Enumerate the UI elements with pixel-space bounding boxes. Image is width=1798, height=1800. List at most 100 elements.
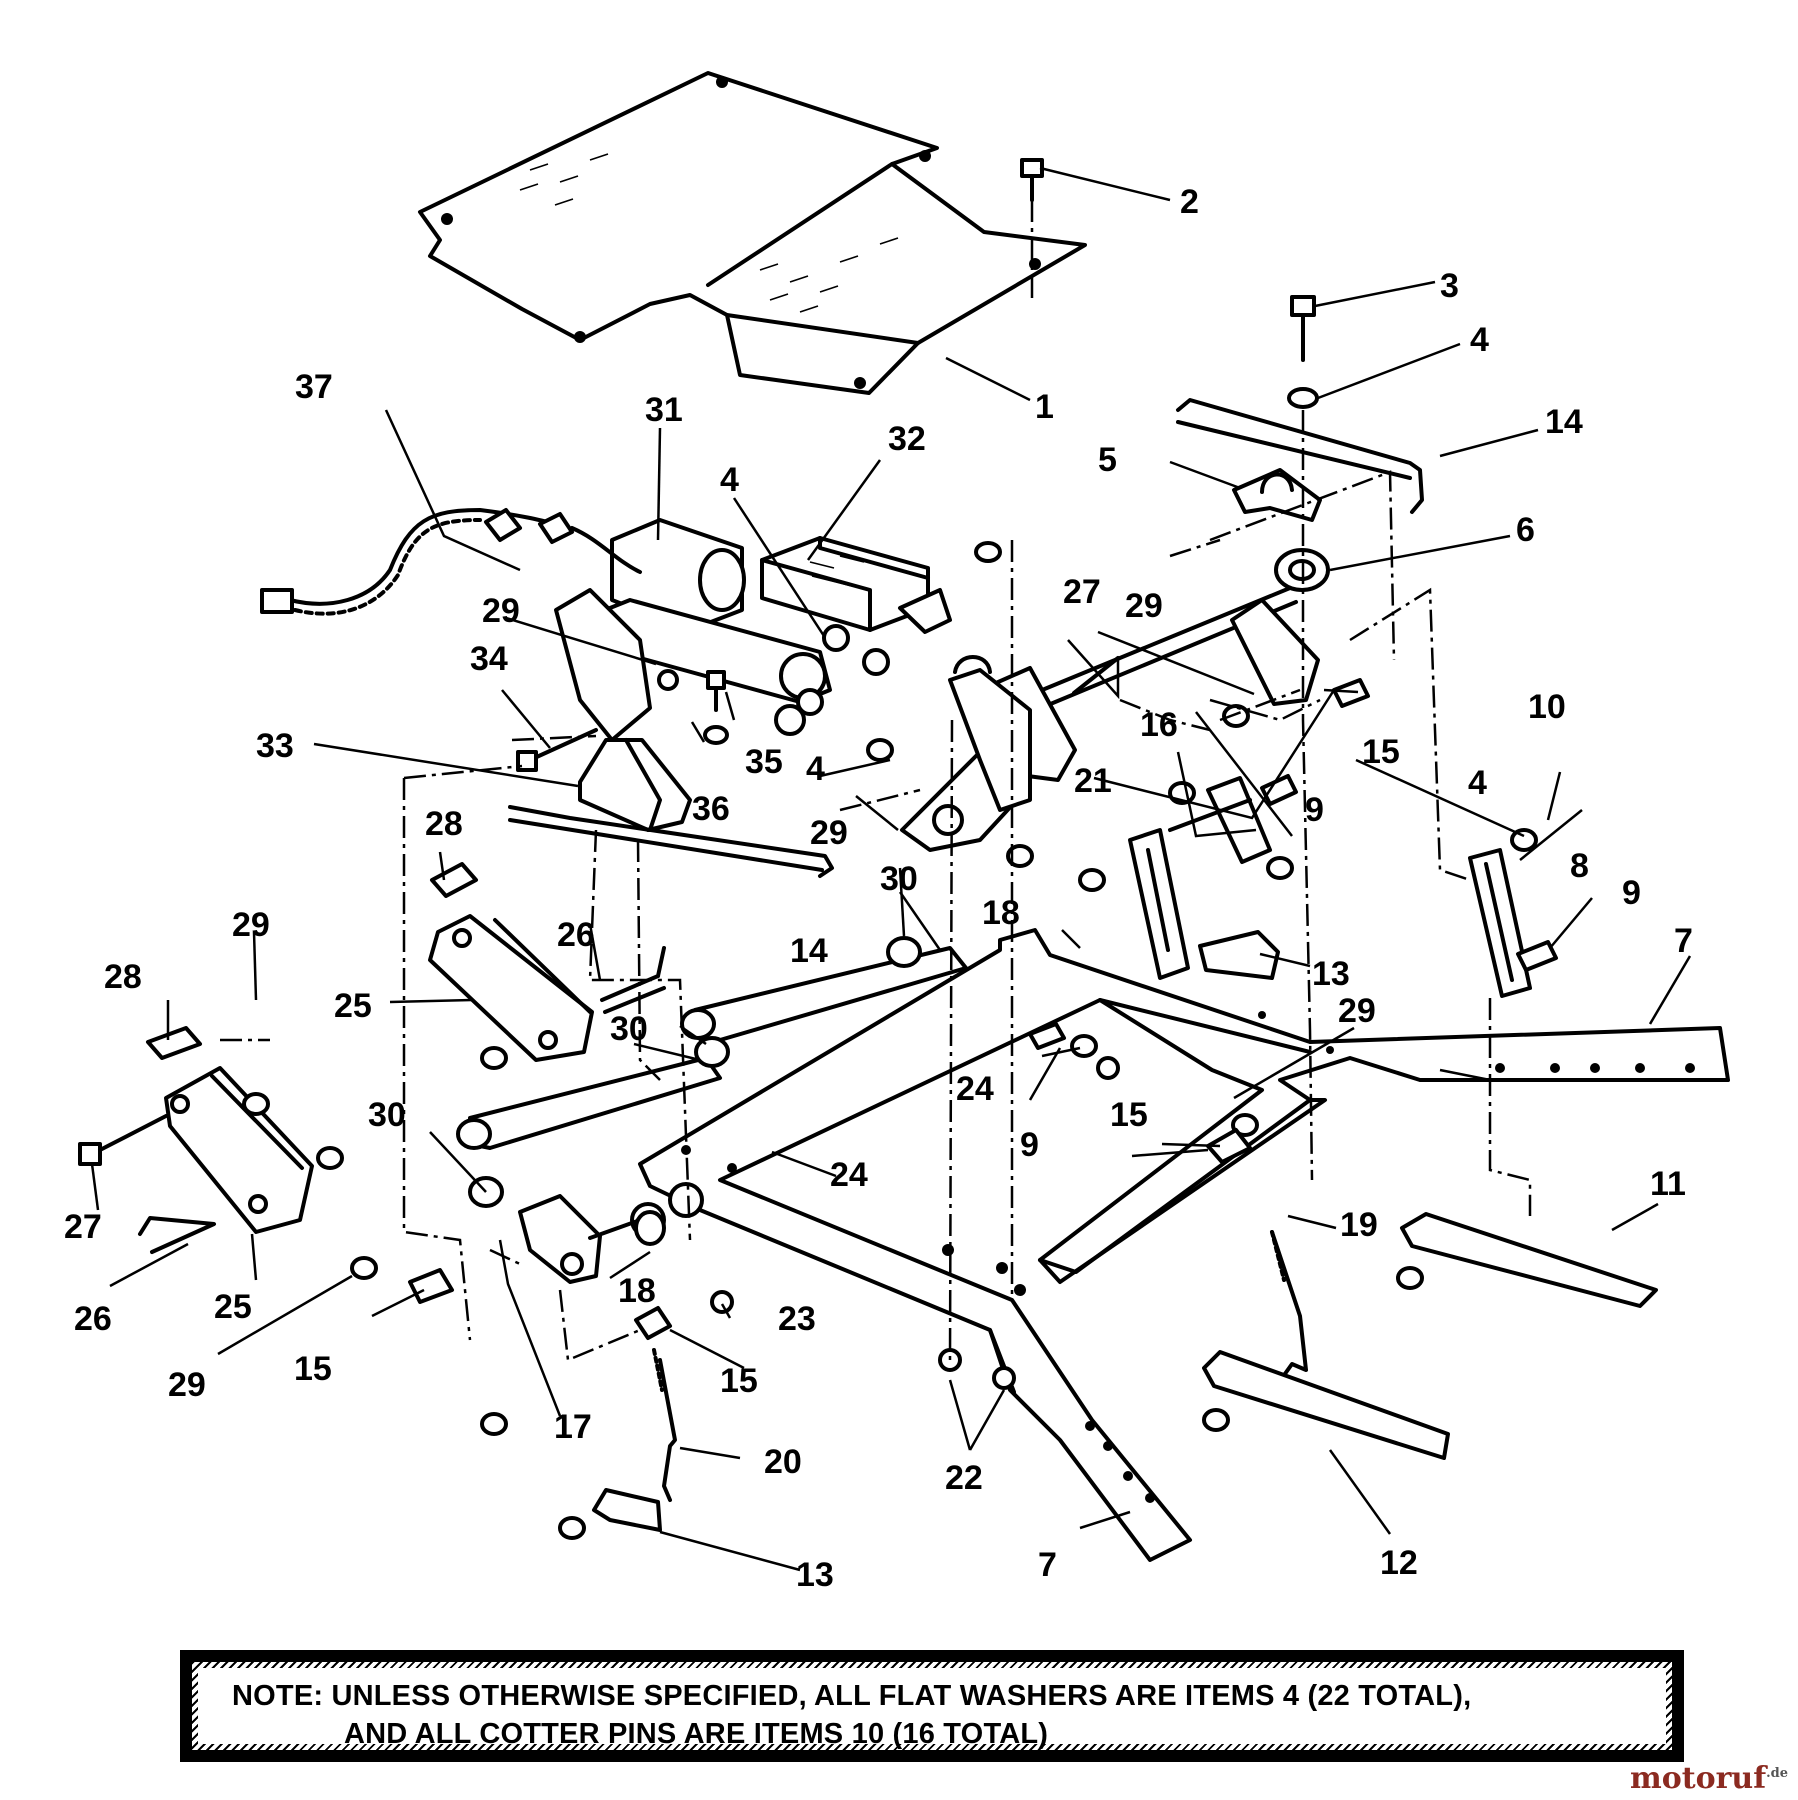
callout-24: 24 <box>830 1156 868 1194</box>
callout-20: 20 <box>764 1443 802 1481</box>
callout-27: 27 <box>64 1208 102 1246</box>
pin-28-upper <box>430 862 478 898</box>
callout-32: 32 <box>888 420 926 458</box>
callout-33: 33 <box>256 727 294 765</box>
callout-3: 3 <box>1440 267 1459 305</box>
callout-10: 10 <box>1528 688 1566 726</box>
callout-11: 11 <box>1650 1165 1686 1203</box>
bracket-17 <box>518 1194 642 1284</box>
actuator-31 <box>554 518 890 742</box>
callout-29: 29 <box>810 814 848 852</box>
leader-lines <box>90 166 1692 1572</box>
note-inner: NOTE: UNLESS OTHERWISE SPECIFIED, ALL FL… <box>198 1668 1666 1750</box>
callout-35: 35 <box>745 743 783 781</box>
callout-15: 15 <box>1362 733 1400 771</box>
callout-24: 24 <box>956 1070 994 1108</box>
callout-15: 15 <box>720 1362 758 1400</box>
bolt-34 <box>516 728 598 772</box>
pin-28-lower <box>146 1026 202 1060</box>
note-box: NOTE: UNLESS OTHERWISE SPECIFIED, ALL FL… <box>180 1650 1684 1762</box>
callout-18: 18 <box>618 1272 656 1310</box>
rod-20 <box>652 1348 677 1502</box>
callout-34: 34 <box>470 640 508 678</box>
pivot-bracket <box>900 541 1032 852</box>
washer-36 <box>703 725 729 745</box>
nut-29-upper <box>657 669 679 691</box>
callout-36: 36 <box>692 790 730 828</box>
callout-27: 27 <box>1063 573 1101 611</box>
watermark-logo: motoruf.de <box>1630 1761 1788 1796</box>
callout-30: 30 <box>368 1096 406 1134</box>
hardware-misc <box>242 678 1558 1540</box>
callout-labels: 2 3 4 1 14 5 6 37 31 32 4 27 29 29 34 33… <box>64 183 1693 1594</box>
callout-25: 25 <box>334 987 372 1025</box>
callout-37: 37 <box>295 368 333 406</box>
washer-4-top <box>1287 387 1319 409</box>
callout-14: 14 <box>1545 403 1583 441</box>
callout-30: 30 <box>880 860 918 898</box>
callout-9: 9 <box>1020 1126 1039 1164</box>
callout-1: 1 <box>1035 388 1054 426</box>
bolt-27-lower <box>78 1114 168 1166</box>
rail-12 <box>1202 1350 1450 1460</box>
callout-4: 4 <box>806 750 825 788</box>
callout-25: 25 <box>214 1288 252 1326</box>
washer-18-lower <box>634 1210 666 1246</box>
callout-31: 31 <box>645 391 683 429</box>
note-line-2: AND ALL COTTER PINS ARE ITEMS 10 (16 TOT… <box>344 1718 1049 1750</box>
callout-7: 7 <box>1674 922 1693 960</box>
callout-2: 2 <box>1180 183 1199 221</box>
callout-19: 19 <box>1340 1206 1378 1244</box>
bracket-13-mid <box>1198 930 1280 980</box>
note-line-1: NOTE: UNLESS OTHERWISE SPECIFIED, ALL FL… <box>232 1680 1472 1712</box>
callout-28: 28 <box>425 805 463 843</box>
rod-26-lower <box>138 1216 216 1254</box>
link-21 <box>1128 828 1190 980</box>
callout-7: 7 <box>1038 1546 1057 1584</box>
lift-rod-14-lower <box>508 805 834 878</box>
bracket-25-upper <box>428 914 594 1062</box>
callout-29: 29 <box>1125 587 1163 625</box>
clamp-5 <box>1232 468 1322 522</box>
callout-26: 26 <box>74 1300 112 1338</box>
watermark-suffix: .de <box>1766 1766 1788 1781</box>
spring-pin-15-lower <box>408 1268 672 1340</box>
callout-18: 18 <box>982 894 1020 932</box>
bracket-13-lower <box>592 1488 662 1532</box>
bolt-3 <box>1290 295 1316 362</box>
controller-32 <box>760 536 952 634</box>
callout-29: 29 <box>232 906 270 944</box>
callout-4: 4 <box>1470 321 1489 359</box>
link-16 <box>1168 776 1272 864</box>
watermark-brand: motoruf <box>1629 1761 1767 1796</box>
bracket-25-lower <box>164 1066 314 1234</box>
callout-29: 29 <box>482 592 520 630</box>
callout-21: 21 <box>1074 762 1112 800</box>
callout-23: 23 <box>778 1300 816 1338</box>
lift-rod-14-upper <box>1176 398 1424 514</box>
callout-13: 13 <box>796 1556 834 1594</box>
callout-16: 16 <box>1140 706 1178 744</box>
bolt-27-upper <box>1072 656 1120 695</box>
callout-26: 26 <box>557 916 595 954</box>
callout-28: 28 <box>104 958 142 996</box>
callout-30: 30 <box>610 1010 648 1048</box>
callout-4: 4 <box>720 461 739 499</box>
callout-4: 4 <box>1468 764 1487 802</box>
callout-17: 17 <box>554 1408 592 1446</box>
rear-arm-lower <box>456 1056 722 1150</box>
link-8 <box>1468 848 1532 998</box>
callout-5: 5 <box>1098 441 1117 479</box>
bolt-35 <box>706 670 726 712</box>
callout-9: 9 <box>1622 874 1641 912</box>
callout-29: 29 <box>1338 992 1376 1030</box>
callout-22: 22 <box>945 1459 983 1497</box>
main-frame-7 <box>638 928 1730 1562</box>
rail-11 <box>1400 1212 1658 1308</box>
assembly-lines <box>220 200 1532 1362</box>
callout-9: 9 <box>1305 791 1324 829</box>
wire-harness-37 <box>260 508 642 616</box>
bracket-33 <box>578 738 692 832</box>
callout-6: 6 <box>1516 511 1535 549</box>
